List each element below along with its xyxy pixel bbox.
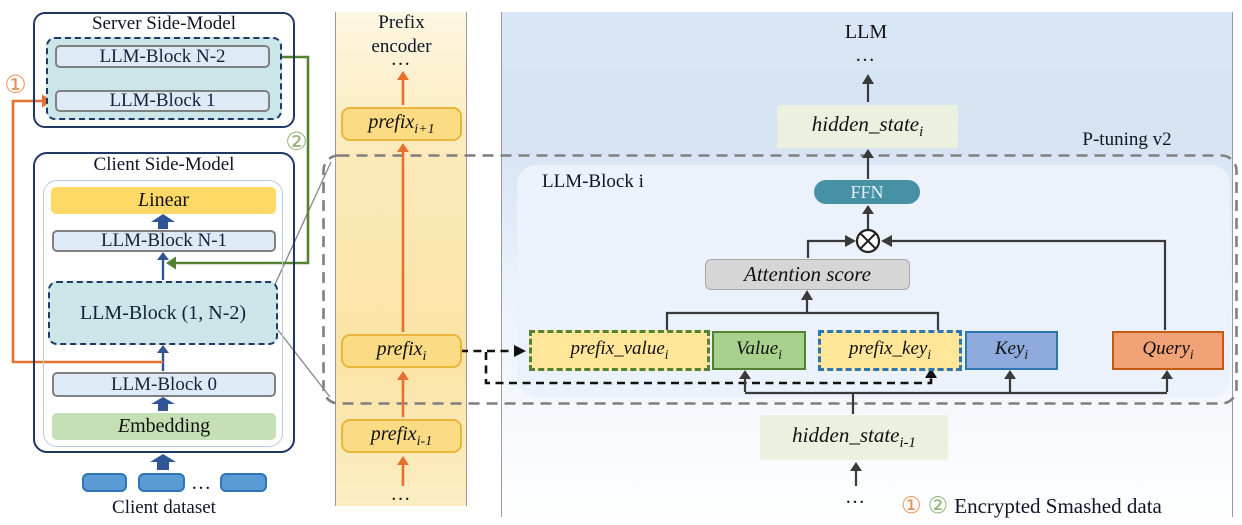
hidden-state-i-1-box: hidden_statei-1 <box>760 415 948 460</box>
prefix-prev-box: prefixi-1 <box>341 419 462 453</box>
circled-1-marker: ① <box>4 70 27 99</box>
server-llm-block-n2: LLM-Block N-2 <box>55 45 270 68</box>
client-dataset-chip <box>82 473 127 492</box>
llm-top-ellipsis: … <box>855 43 877 66</box>
prefix-key-box: prefix_keyi <box>818 330 962 371</box>
prefix-flow-arrows <box>397 71 409 486</box>
prefix-encoder-title-line1: Prefix <box>378 12 425 33</box>
llm-label: LLM <box>844 20 888 43</box>
legend-circled-2: ② <box>927 492 949 519</box>
attention-score-box: Attention score <box>705 259 910 290</box>
client-dataset-ellipsis: … <box>191 471 213 494</box>
prefix-bottom-ellipsis: … <box>390 482 413 505</box>
client-dataset-chip <box>138 473 185 492</box>
server-llm-block-1: LLM-Block 1 <box>55 90 270 112</box>
ptuning-dashed-region <box>322 154 1238 405</box>
client-llm-block-0: LLM-Block 0 <box>52 372 276 397</box>
value-box: Valuei <box>712 331 806 370</box>
prefix-encoder-title-line2: encoder <box>371 36 432 57</box>
query-box: Queryi <box>1112 331 1224 370</box>
linear-layer-box: Linear <box>51 187 276 214</box>
client-llm-block-range: LLM-Block (1, N-2) <box>48 281 278 345</box>
hidden-state-i-box: hidden_statei <box>777 105 958 148</box>
key-box: Keyi <box>965 331 1058 370</box>
prefix-next-box: prefixi+1 <box>341 107 462 141</box>
smashed-data-path-2 <box>166 55 310 270</box>
embedding-layer-box: Embedding <box>52 413 276 440</box>
ffn-box: FFN <box>814 180 920 204</box>
server-side-model-title: Server Side-Model <box>91 13 237 34</box>
ptuning-v2-label: P-tuning v2 <box>1082 129 1172 150</box>
client-side-model-title: Client Side-Model <box>93 154 235 175</box>
client-inner-box <box>43 180 283 447</box>
panel-bottom-ellipsis: … <box>845 485 867 508</box>
circled-2-marker: ② <box>285 127 308 156</box>
llm-block-i-label: LLM-Block i <box>542 171 644 192</box>
server-side-model-box <box>33 12 295 128</box>
client-side-model-box <box>33 152 295 453</box>
client-dataset-label: Client dataset <box>112 497 216 518</box>
legend: ① ② Encrypted Smashed data <box>901 491 1236 521</box>
prefix-injection-arrows <box>460 345 937 385</box>
legend-label: Encrypted Smashed data <box>954 493 1162 518</box>
client-llm-block-n1: LLM-Block N-1 <box>52 230 276 252</box>
legend-circled-1: ① <box>901 492 922 519</box>
prefix-top-ellipsis: … <box>390 47 413 70</box>
multiply-icon <box>855 228 881 254</box>
attention-flow-lines <box>665 74 1173 486</box>
prefix-value-box: prefix_valuei <box>529 330 710 371</box>
block-arrows <box>150 214 176 470</box>
zoom-connector-bottom <box>273 324 331 398</box>
zoom-connector-top <box>271 161 332 292</box>
prefix-current-box: prefixi <box>341 334 462 368</box>
client-dataset-chip <box>220 473 267 492</box>
